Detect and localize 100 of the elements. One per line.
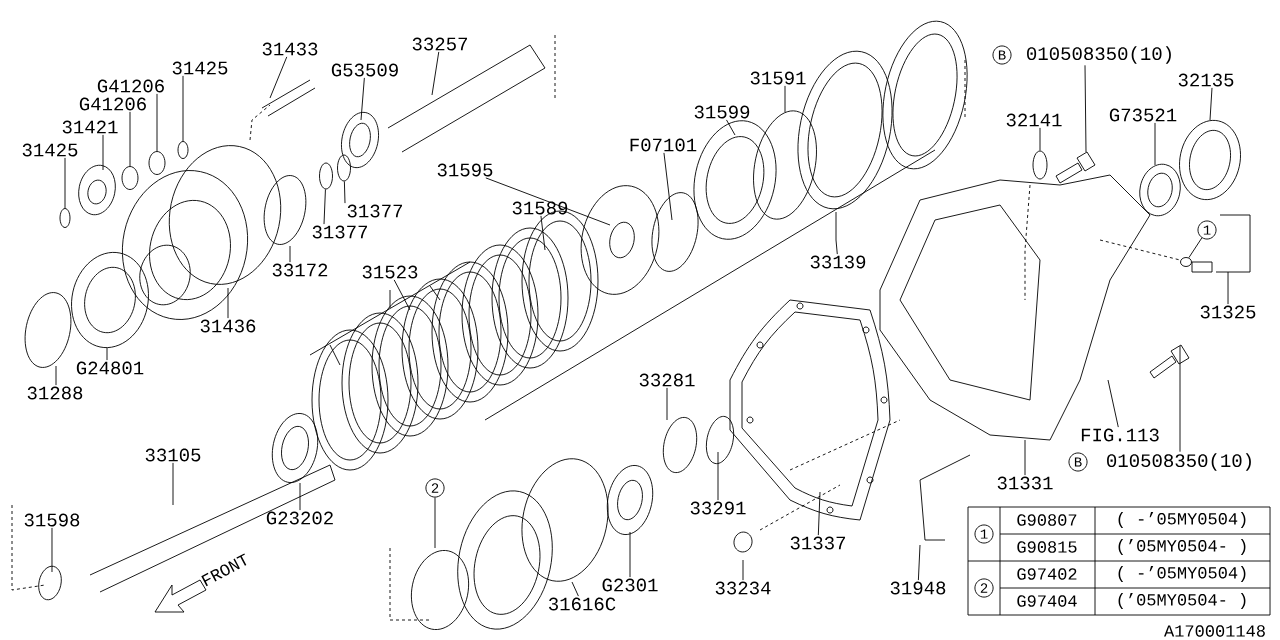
part-number: 31377 <box>347 204 402 218</box>
leader-line <box>784 85 786 113</box>
washer-drawing <box>59 208 71 228</box>
leader-line <box>540 215 546 251</box>
leader-line <box>817 491 821 536</box>
part-number: 31591 <box>750 71 806 85</box>
leader-line <box>663 152 673 221</box>
part-number: 31436 <box>200 319 256 333</box>
leader-line <box>289 245 291 263</box>
part-number: 32141 <box>1006 113 1062 127</box>
table-cell: (’05MY0504- ) <box>1118 539 1246 555</box>
washer-drawing <box>1180 257 1192 267</box>
part-number: 33257 <box>412 37 467 51</box>
table-cell: ( -’05MY0504) <box>1118 566 1246 582</box>
part-number: 31288 <box>27 386 83 400</box>
table-cell: G97402 <box>1017 568 1077 580</box>
leader-line <box>726 119 736 136</box>
leader-line <box>129 111 131 167</box>
part-number: 33281 <box>639 373 695 387</box>
ring-drawing <box>319 162 333 190</box>
table-cell: G97404 <box>1017 595 1077 607</box>
leader-line <box>917 544 921 581</box>
leader-line <box>431 51 440 96</box>
part-number: G53509 <box>331 63 398 77</box>
circled-letter: B <box>992 45 1012 65</box>
leader-line <box>299 482 301 511</box>
leader-line <box>156 93 158 152</box>
part-number: 31616C <box>549 597 616 611</box>
part-number: 31425 <box>22 143 78 157</box>
part-number: 32135 <box>1178 73 1234 87</box>
leader-line <box>742 559 744 581</box>
leader-line <box>1024 439 1026 476</box>
part-number: 31599 <box>694 105 750 119</box>
leader-line <box>1227 271 1229 305</box>
leader-line <box>269 56 288 99</box>
leader-line <box>393 279 411 311</box>
part-number: 31425 <box>172 61 228 75</box>
table-cell: G90815 <box>1017 541 1077 553</box>
part-number: G41206 <box>79 97 146 111</box>
part-number: 010508350(10) <box>1027 46 1171 64</box>
leader-line <box>629 531 631 578</box>
table-cell: G90807 <box>1017 514 1077 526</box>
part-number: 33139 <box>810 255 866 269</box>
part-number: G2301 <box>602 578 658 592</box>
table-cell: ( -’05MY0504) <box>1118 512 1246 528</box>
part-number: FIG.113 <box>1081 428 1159 442</box>
leader-line <box>434 497 436 549</box>
leader-line <box>360 77 365 121</box>
circled-letter: B <box>1068 452 1088 472</box>
part-number: 31331 <box>997 476 1053 490</box>
leader-line <box>485 177 611 226</box>
part-number: 31595 <box>437 163 493 177</box>
part-number: G73521 <box>1109 108 1177 122</box>
part-number: 31948 <box>890 581 946 595</box>
leader-line <box>1209 87 1213 121</box>
callout-number: 1 <box>974 524 994 544</box>
leader-line <box>323 188 326 225</box>
drawing-number: A170001148 <box>1164 625 1265 637</box>
leader-line <box>51 527 53 573</box>
part-number: 33234 <box>715 581 771 595</box>
ring-drawing <box>337 154 351 182</box>
part-number: 31433 <box>262 42 318 56</box>
leader-line <box>343 181 346 204</box>
part-number: 31421 <box>62 120 118 134</box>
ring-drawing <box>1032 150 1048 180</box>
leader-line <box>835 239 838 255</box>
part-number: G24801 <box>76 361 144 375</box>
part-number: 010508350(10) <box>1107 453 1251 471</box>
part-number: 31589 <box>512 201 568 215</box>
leader-line <box>571 581 579 597</box>
part-number: 31377 <box>312 225 367 239</box>
leader-line <box>102 134 104 171</box>
part-number: 31337 <box>790 536 845 550</box>
leader-line <box>55 365 57 386</box>
callout-number: 2 <box>425 478 445 498</box>
leader-line <box>1107 379 1119 428</box>
callout-number: 1 <box>1197 220 1217 240</box>
leader-line <box>1039 127 1041 151</box>
callout-number: 2 <box>974 578 994 598</box>
part-number: 31598 <box>24 513 80 527</box>
leader-line <box>1179 345 1181 453</box>
leader-line <box>1188 237 1203 259</box>
part-number: 31523 <box>362 265 418 279</box>
leader-line <box>172 462 174 506</box>
part-number: G23202 <box>266 511 333 525</box>
ring-drawing <box>121 166 139 190</box>
part-number: 33105 <box>145 448 201 462</box>
leader-line <box>717 451 719 501</box>
part-number: 31325 <box>1200 305 1256 319</box>
leader-line <box>666 387 668 421</box>
leader-line <box>182 75 184 142</box>
table-cell: (’05MY0504- ) <box>1118 593 1246 609</box>
leader-line <box>1084 64 1087 153</box>
part-number: 33172 <box>272 263 328 277</box>
leader-line <box>64 157 66 209</box>
part-number: 33291 <box>690 501 746 515</box>
leader-line <box>1154 122 1156 166</box>
leader-line <box>106 347 108 361</box>
part-number: F07101 <box>630 138 697 152</box>
leader-line <box>227 287 229 319</box>
